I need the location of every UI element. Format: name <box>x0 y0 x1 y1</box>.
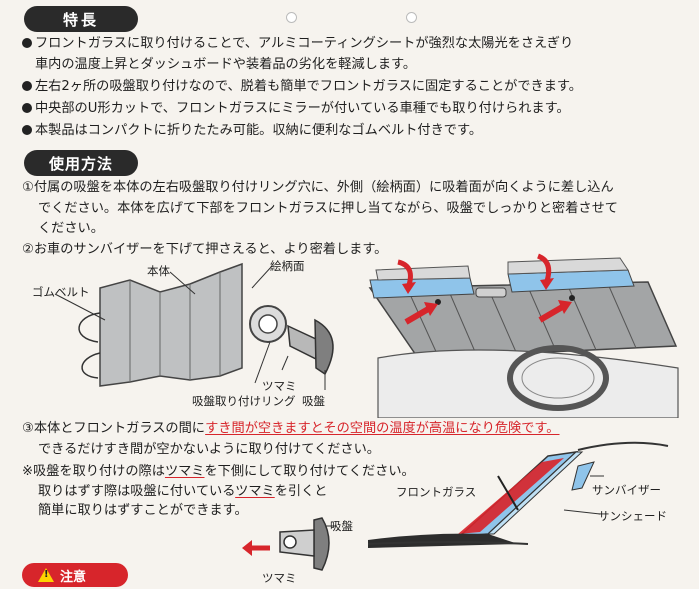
label-gom-belt: ゴムベルト <box>32 285 90 299</box>
feature-bullet-1: フロントガラスに取り付けることで、アルミコーティングシートが強烈な太陽光をさえぎ… <box>22 34 573 54</box>
caution-badge: 注意 <box>22 563 128 587</box>
feature-text-4: 本製品はコンパクトに折りたたみ可能。収納に便利なゴムベルト付きです。 <box>35 123 483 138</box>
step3-prefix: ③本体とフロントガラスの間に <box>22 421 206 436</box>
sunshade-folded-illustration <box>54 262 334 390</box>
note-line2: 取りはずす際は吸盤に付いているツマミを引くと <box>38 482 327 502</box>
car-interior-illustration <box>368 253 679 418</box>
label-body: 本体 <box>147 264 170 278</box>
note-text-1b: ツマミ <box>164 464 205 479</box>
step3-text-2: できるだけすき間が空かないように取り付けてください。 <box>38 442 380 457</box>
suction-cup-removal-illustration <box>242 517 336 571</box>
step1-line1: ①付属の吸盤を本体の左右吸盤取り付けリング穴に、外側（絵柄面）に吸着面が向くよう… <box>22 178 614 198</box>
section-title-features: 特長 <box>24 6 138 32</box>
note-line1: ※吸盤を取り付けの際はツマミを下側にして取り付けてください。 <box>22 462 415 482</box>
label-ring: 吸盤取り付けリング <box>192 394 296 408</box>
label-kyuban: 吸盤 <box>302 394 325 408</box>
bullet-icon <box>22 38 32 48</box>
note-text-3: 簡単に取りはずすことができます。 <box>38 503 248 518</box>
label-tsumami: ツマミ <box>262 379 297 393</box>
step1-text-1: ①付属の吸盤を本体の左右吸盤取り付けリング穴に、外側（絵柄面）に吸着面が向くよう… <box>22 180 614 195</box>
label-pattern-face: 絵柄面 <box>270 259 305 273</box>
feature-text-2: 左右2ヶ所の吸盤取り付けなので、脱着も簡単でフロントガラスに固定することができま… <box>35 79 582 94</box>
step3-line1: ③本体とフロントガラスの間にすき間が空きますとその空間の温度が高温になり危険です… <box>22 419 560 439</box>
step1-text-2: でください。本体を広げて下部をフロントガラスに押し当てながら、吸盤でしっかりと密… <box>38 201 618 216</box>
hanging-hole-right <box>406 12 417 23</box>
section-title-usage: 使用方法 <box>24 150 138 176</box>
note-line3: 簡単に取りはずすことができます。 <box>38 501 248 521</box>
caution-title: 注意 <box>60 569 87 585</box>
label-kyuban-2: 吸盤 <box>330 519 353 533</box>
feature-text-3: 中央部のU形カットで、フロントガラスにミラーが付いている車種でも取り付けられます… <box>35 101 570 116</box>
section-title-features-text: 特長 <box>62 10 99 29</box>
step1-line2: でください。本体を広げて下部をフロントガラスに押し当てながら、吸盤でしっかりと密… <box>38 199 618 219</box>
windshield-cross-section-illustration <box>368 441 669 548</box>
feature-text-1b: 車内の温度上昇とダッシュボードや装着品の劣化を軽減します。 <box>35 57 417 72</box>
bullet-icon <box>22 125 32 135</box>
feature-text-1: フロントガラスに取り付けることで、アルミコーティングシートが強烈な太陽光をさえぎ… <box>35 36 574 51</box>
label-sun-shade: サンシェード <box>598 509 667 523</box>
step1-line3: ください。 <box>38 219 104 239</box>
step2-text: ②お車のサンバイザーを下げて押さえると、より密着します。 <box>22 242 388 257</box>
step3-warning: すき間が空きますとその空間の温度が高温になり危険です。 <box>205 421 560 436</box>
note-text-1a: ※吸盤を取り付けの際は <box>22 464 165 479</box>
step3-line2: できるだけすき間が空かないように取り付けてください。 <box>38 440 380 460</box>
section-title-usage-text: 使用方法 <box>48 154 113 173</box>
step1-text-3: ください。 <box>38 221 104 236</box>
feature-bullet-3: 中央部のU形カットで、フロントガラスにミラーが付いている車種でも取り付けられます… <box>22 99 570 119</box>
note-text-2b: ツマミ <box>235 484 275 499</box>
bullet-icon <box>22 103 32 113</box>
note-text-2a: 取りはずす際は吸盤に付いている <box>38 484 236 499</box>
label-tsumami-2: ツマミ <box>262 571 297 585</box>
label-front-glass: フロントガラス <box>396 485 477 499</box>
feature-bullet-2: 左右2ヶ所の吸盤取り付けなので、脱着も簡単でフロントガラスに固定することができま… <box>22 77 582 97</box>
label-sun-visor: サンバイザー <box>592 483 661 497</box>
step2-line: ②お車のサンバイザーを下げて押さえると、より密着します。 <box>22 240 387 260</box>
feature-bullet-1-cont: 車内の温度上昇とダッシュボードや装着品の劣化を軽減します。 <box>35 55 416 75</box>
warning-triangle-icon <box>38 568 54 582</box>
bullet-icon <box>22 81 32 91</box>
feature-bullet-4: 本製品はコンパクトに折りたたみ可能。収納に便利なゴムベルト付きです。 <box>22 121 482 141</box>
hanging-hole-left <box>286 12 297 23</box>
note-text-1c: を下側にして取り付けてください。 <box>204 464 415 479</box>
note-text-2c: を引くと <box>274 484 328 499</box>
